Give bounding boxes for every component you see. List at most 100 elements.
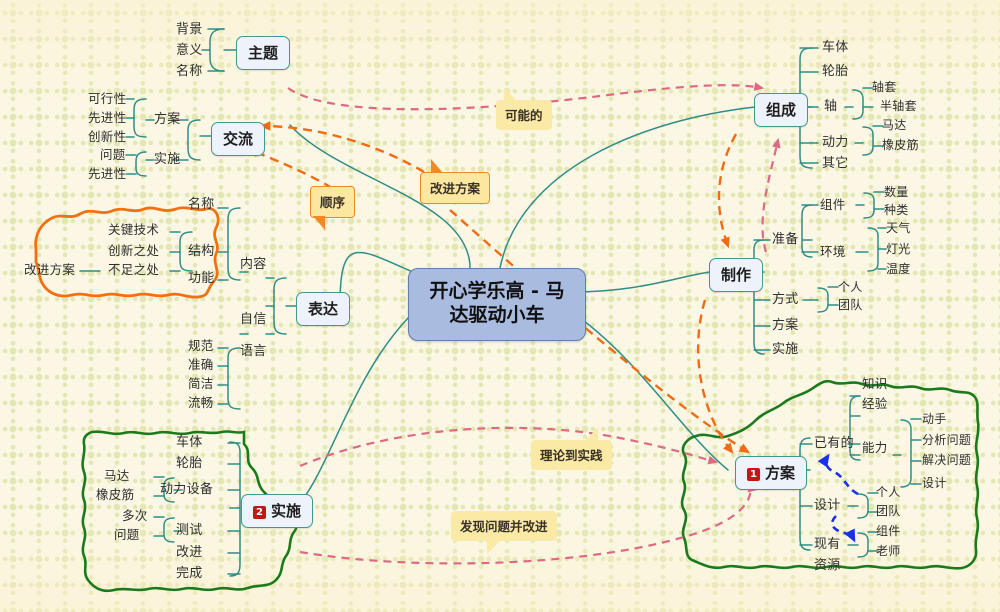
leaf-xianjinxing-1[interactable]: 先进性 [88, 110, 127, 125]
node-zucheng[interactable]: 组成 [754, 93, 809, 127]
leaf-guanjianjishu[interactable]: 关键技术 [108, 222, 160, 237]
leaf-fenxiwenti[interactable]: 分析问题 [922, 433, 972, 447]
leaf-ziyuan[interactable]: 资源 [814, 558, 841, 573]
leaf-dengguang[interactable]: 灯光 [886, 242, 911, 256]
leaf-chuangxinzhichu[interactable]: 创新之处 [108, 243, 160, 258]
leaf-ceshi[interactable]: 测试 [176, 523, 203, 538]
green-enclosure-left [81, 430, 299, 593]
callout-shunxu[interactable]: 顺序 [310, 186, 356, 230]
leaf-banzhoutao[interactable]: 半轴套 [880, 99, 917, 113]
leaf-geren-2[interactable]: 个人 [876, 485, 901, 499]
leaf-gaijin[interactable]: 改进 [176, 545, 203, 560]
leaf-tuandui-1[interactable]: 团队 [838, 298, 863, 312]
callout-gaijinfangan[interactable]: 改进方案 [420, 159, 491, 204]
node-jiaoliu[interactable]: 交流 [211, 122, 266, 156]
leaf-liuchang[interactable]: 流畅 [188, 395, 214, 410]
leaf-yiyi[interactable]: 意义 [176, 43, 203, 58]
leaf-yiyoude-1[interactable]: 已有的 [814, 436, 854, 451]
leaf-cheti-2[interactable]: 车体 [176, 435, 203, 450]
leaf-wenti-1[interactable]: 问题 [100, 147, 126, 162]
leaf-jiaoliu-shishi[interactable]: 实施 [154, 152, 181, 167]
leaf-yuyan[interactable]: 语言 [240, 344, 267, 359]
leaf-zhizuo-shishi[interactable]: 实施 [772, 342, 799, 357]
callout-lilundaoshijian-tail [584, 427, 598, 441]
leaf-fangshi[interactable]: 方式 [772, 292, 799, 307]
leaf-geren-1[interactable]: 个人 [838, 280, 863, 294]
leaf-zixin[interactable]: 自信 [240, 312, 267, 327]
leaf-mingcheng[interactable]: 名称 [176, 64, 203, 79]
leaf-donglishebei[interactable]: 动力设备 [160, 482, 214, 497]
leaf-buzuzhichu[interactable]: 不足之处 [108, 262, 160, 277]
leaf-xianyou[interactable]: 现有 [814, 537, 841, 552]
leaf-kexingxing[interactable]: 可行性 [88, 91, 127, 106]
leaf-luntai-2[interactable]: 轮胎 [176, 456, 203, 471]
leaf-tuandui-2[interactable]: 团队 [876, 504, 901, 518]
leaf-dongshou[interactable]: 动手 [922, 412, 947, 426]
leaf-cheti-1[interactable]: 车体 [822, 40, 849, 55]
leaf-gaijinfangan-left[interactable]: 改进方案 [24, 262, 76, 277]
arrow-zucheng-to-zhizuo-orange [717, 133, 738, 249]
leaf-wendu[interactable]: 温度 [886, 262, 911, 276]
leaf-wenti-2[interactable]: 问题 [114, 527, 140, 542]
leaf-gongneng[interactable]: 功能 [188, 271, 215, 286]
leaf-jingyan[interactable]: 经验 [862, 396, 888, 411]
leaf-mada-1[interactable]: 马达 [882, 118, 907, 132]
leaf-neirong[interactable]: 内容 [240, 257, 267, 272]
leaf-xianjinxing-2[interactable]: 先进性 [88, 166, 127, 181]
node-zhuti[interactable]: 主题 [236, 36, 291, 70]
leaf-zhunque[interactable]: 准确 [188, 357, 214, 372]
leaf-jiejuewenti[interactable]: 解决问题 [922, 453, 972, 467]
callout-shunxu-tail [313, 216, 325, 230]
leaf-tianqi[interactable]: 天气 [886, 221, 911, 235]
leaf-zhou[interactable]: 轴 [824, 99, 838, 114]
leaf-shuliang[interactable]: 数量 [884, 185, 909, 199]
central-topic-line2: 达驱动小车 [449, 304, 545, 327]
leaf-sheji[interactable]: 设计 [814, 498, 841, 513]
leaf-guifan[interactable]: 规范 [188, 338, 214, 353]
callout-kenengde[interactable]: 可能的 [496, 88, 552, 130]
leaf-zujian-1[interactable]: 组件 [820, 197, 846, 212]
central-topic[interactable]: 开心学乐高 - 马 达驱动小车 [408, 268, 586, 341]
leaf-laoshi[interactable]: 老师 [876, 544, 901, 558]
leaf-dongli[interactable]: 动力 [822, 135, 849, 150]
leaf-jiegou[interactable]: 结构 [188, 244, 215, 259]
leaf-duoci[interactable]: 多次 [122, 508, 148, 523]
central-topic-line1: 开心学乐高 - 马 [429, 280, 565, 302]
callout-kenengde-tail [504, 88, 517, 101]
leaf-mingcheng-2[interactable]: 名称 [188, 197, 215, 212]
leaf-zhonglei[interactable]: 种类 [884, 203, 909, 217]
leaf-chuangxinxing[interactable]: 创新性 [88, 129, 127, 144]
node-fangan-badge: 1 [747, 468, 760, 481]
leaf-zhishi[interactable]: 知识 [862, 376, 888, 391]
leaf-mada-2[interactable]: 马达 [104, 468, 130, 483]
leaf-sheji-leaf[interactable]: 设计 [922, 476, 947, 490]
arrow-feedback-loop [299, 481, 757, 565]
leaf-nengli[interactable]: 能力 [862, 440, 888, 455]
leaf-jianjie[interactable]: 简洁 [188, 376, 214, 391]
leaf-zhizuo-fangan[interactable]: 方案 [772, 318, 799, 333]
leaf-xiangpijin-1[interactable]: 橡皮筋 [882, 138, 919, 152]
leaf-wancheng[interactable]: 完成 [176, 566, 203, 581]
leaf-xiangpijin-2[interactable]: 橡皮筋 [96, 487, 135, 502]
node-zhizuo[interactable]: 制作 [709, 258, 764, 292]
leaf-zujian-2[interactable]: 组件 [876, 524, 901, 538]
green-enclosure-right [680, 379, 980, 570]
leaf-beijing[interactable]: 背景 [176, 22, 203, 37]
leaf-zhoutao[interactable]: 轴套 [872, 80, 897, 94]
arrow-zucheng-to-zhizuo [761, 137, 781, 253]
leaf-jiaoliu-fangan[interactable]: 方案 [154, 112, 181, 127]
callout-faxianwenti[interactable]: 发现问题并改进 [451, 511, 557, 554]
arrow-shishi-to-fangan [299, 426, 719, 468]
leaf-qita[interactable]: 其它 [822, 156, 849, 171]
callout-lilundaoshijian[interactable]: 理论到实践 [531, 427, 612, 470]
node-biaoda[interactable]: 表达 [296, 292, 351, 326]
leaf-zhunbei[interactable]: 准备 [772, 232, 799, 247]
leaf-huanjing[interactable]: 环境 [820, 244, 846, 259]
leaf-luntai-1[interactable]: 轮胎 [822, 64, 849, 79]
